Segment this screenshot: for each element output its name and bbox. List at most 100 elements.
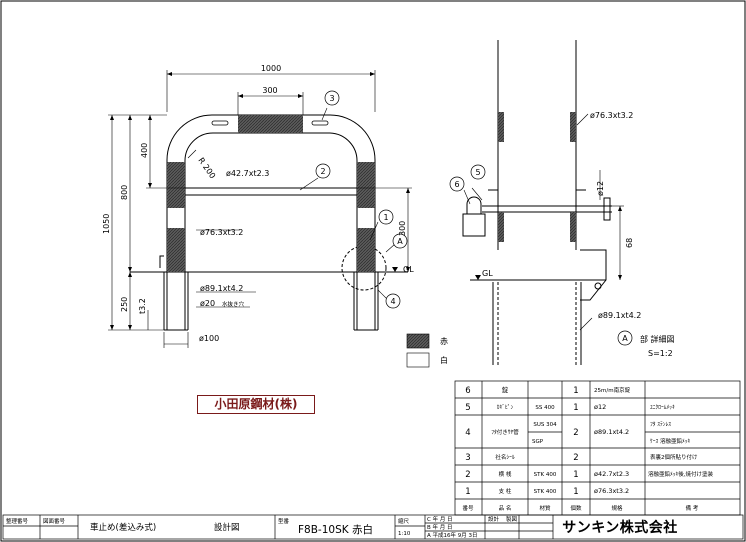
part-no: 3	[465, 453, 470, 463]
detail-view	[462, 40, 612, 365]
title-block-grid	[2, 514, 744, 540]
part-qty: 1	[573, 403, 578, 413]
part-name: 支 柱	[499, 487, 512, 495]
legend-red-swatch	[406, 333, 430, 349]
part-no: 2	[465, 470, 470, 480]
detail-dimensions	[463, 113, 624, 331]
part-material-2: SGP	[532, 439, 544, 445]
label-gl-front: GL	[403, 265, 414, 274]
model-label: 型番	[278, 517, 290, 525]
part-spec: ø89.1xt4.2	[594, 428, 629, 436]
legend-white-swatch	[406, 352, 430, 368]
part-no: 5	[465, 403, 470, 413]
label-gl-detail: GL	[482, 269, 493, 278]
part-qty: 2	[573, 428, 578, 438]
red-stripes	[167, 115, 375, 272]
detail-title: 部 詳細図	[640, 334, 675, 344]
header-name: 品 名	[499, 504, 512, 512]
part-balloons	[315, 90, 633, 346]
part-name: 横 桟	[499, 470, 512, 478]
label-hole: ø20	[200, 299, 215, 308]
parts-table-grid	[454, 380, 741, 516]
mgmt-no-label: 整理番号	[6, 517, 29, 525]
balloon-4: 4	[390, 297, 395, 306]
dim-300: 300	[398, 221, 407, 236]
part-qty: 1	[573, 470, 578, 480]
dim-250: 250	[120, 297, 129, 312]
detail-stripes	[498, 112, 576, 242]
detail-68: 68	[625, 238, 634, 248]
legend-red-label: 赤	[440, 337, 448, 346]
dimension-lines	[108, 70, 412, 348]
part-qty: 2	[573, 453, 578, 463]
detail-sleeve: ø89.1xt4.2	[598, 311, 641, 320]
detail-mark-a-front: A	[397, 237, 403, 246]
part-note: 溶融亜鉛ﾒｯｷ後,焼付け塗装	[648, 470, 713, 478]
document-type: 設計図	[214, 522, 240, 533]
detail-arrows	[475, 206, 622, 280]
dim-stripe-width: 300	[262, 86, 277, 95]
dimension-arrows	[110, 72, 410, 330]
balloon-5: 5	[475, 168, 480, 177]
part-material: SS 400	[535, 405, 555, 411]
part-material: STK 400	[534, 472, 557, 478]
part-note: ﾕﾆｸﾛｰﾑﾒｯｷ	[650, 404, 675, 411]
detail-pin: ø12	[596, 181, 605, 196]
company-name: サンキン株式会社	[562, 520, 678, 536]
product-name: 車止め(差込み式)	[90, 522, 156, 533]
part-spec: ø76.3xt3.2	[594, 487, 629, 495]
drawing-no-label: 図面番号	[43, 518, 66, 525]
sticker-slots	[211, 120, 329, 126]
leader-lines	[187, 107, 396, 308]
company-stamp: 小田原鋼材(株)	[197, 395, 315, 414]
dim-1050: 1050	[102, 214, 111, 234]
part-note-2: ｹｰｽ 溶融亜鉛ﾒｯｷ	[650, 437, 690, 445]
balloon-3: 3	[329, 94, 334, 103]
balloon-1: 1	[383, 213, 388, 222]
part-spec: 25m/m南京錠	[594, 386, 631, 394]
designed-label: 設計	[488, 515, 500, 523]
part-spec: ø42.7xt2.3	[594, 470, 629, 478]
part-name: 社名ｼｰﾙ	[495, 453, 515, 461]
part-note: 表裏2個所貼り付け	[650, 453, 698, 461]
scale-value: 1:10	[398, 531, 411, 537]
label-sleeve-pipe: ø89.1xt4.2	[200, 284, 243, 293]
dim-overall-width: 1000	[261, 64, 281, 73]
header-spec: 規格	[611, 504, 623, 512]
dim-radius: R 200	[196, 156, 217, 180]
part-note: ﾌﾀ ｽﾃﾝﾚｽ	[650, 421, 671, 428]
part-no: 1	[465, 487, 470, 497]
part-no: 6	[465, 386, 470, 396]
header-note: 備 考	[686, 504, 699, 512]
label-main-pipe: ø76.3xt3.2	[200, 228, 243, 237]
balloon-2: 2	[320, 167, 325, 176]
title-block: 整理番号 図面番号 車止め(差込み式) 設計図 型番 F8B-10SK 赤白 縮…	[6, 515, 518, 539]
part-name: ｶｷﾞﾋﾟﾝ	[497, 404, 514, 411]
part-qty: 1	[573, 386, 578, 396]
detail-mark-a: A	[622, 334, 628, 343]
part-name: 錠	[502, 385, 509, 394]
header-qty: 個数	[570, 504, 582, 512]
revision-b: B 年 月 日	[427, 523, 453, 531]
drawn-label: 製図	[506, 515, 518, 523]
dim-400: 400	[140, 143, 149, 158]
detail-main-pipe: ø76.3xt3.2	[590, 111, 633, 120]
parts-table: 6 錠 1 25m/m南京錠 5 ｶｷﾞﾋﾟﾝ SS 400 1 ø12 ﾕﾆｸ…	[462, 385, 713, 512]
label-base-dia: ø100	[199, 334, 219, 343]
scale-label: 縮尺	[398, 517, 410, 525]
balloon-6: 6	[454, 180, 459, 189]
revision-a: A 平成16年 9月 3日	[427, 531, 478, 539]
front-view	[130, 114, 408, 331]
label-crossbar-pipe: ø42.7xt2.3	[226, 169, 269, 178]
header-material: 材質	[539, 504, 551, 512]
dim-t32: t3.2	[138, 298, 147, 314]
part-spec: ø12	[594, 403, 606, 411]
part-material: SUS 304	[533, 422, 557, 428]
header-no: 番号	[462, 505, 474, 512]
part-material: STK 400	[534, 489, 557, 495]
revision-c: C 年 月 日	[427, 515, 453, 523]
part-no: 4	[465, 428, 470, 438]
